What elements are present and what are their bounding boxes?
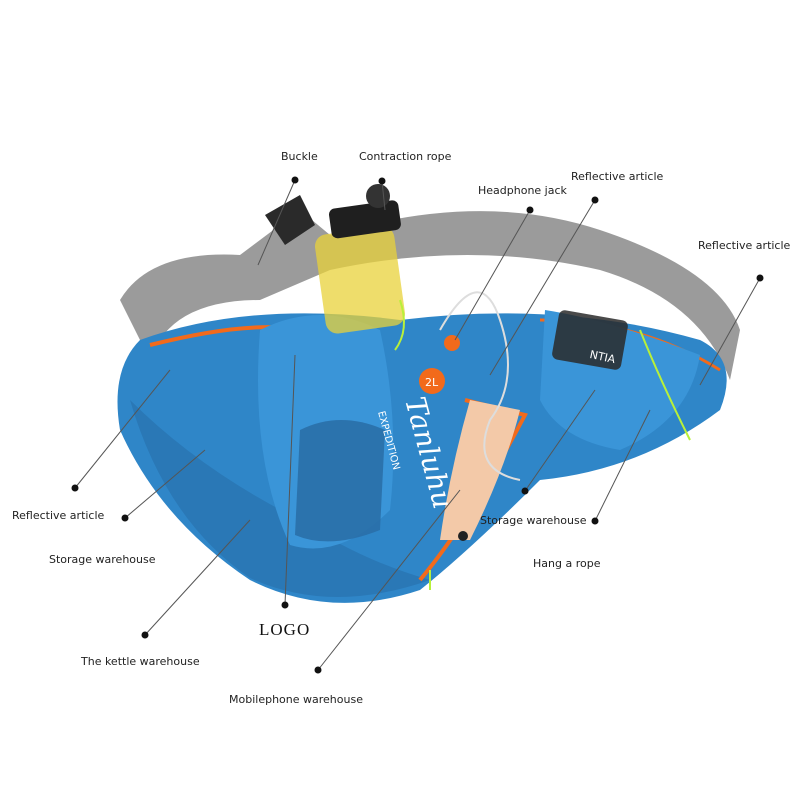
belt-strap [120, 210, 740, 380]
dot-buckle [291, 176, 299, 184]
panel-text: NTIA [589, 348, 617, 366]
dot-storage-left [121, 514, 129, 522]
leader-reflective-right [699, 277, 761, 386]
dot-reflective-right [756, 274, 764, 282]
label-storage-warehouse-right: Storage warehouse [480, 514, 587, 527]
phone [440, 400, 520, 540]
dot-storage-right [521, 487, 529, 495]
leader-headphone-jack [454, 209, 531, 341]
capacity-badge [419, 368, 445, 394]
label-logo: LOGO [259, 620, 311, 639]
bottle-nozzle [366, 184, 390, 208]
dot-hang-rope [591, 517, 599, 525]
cord-green-2 [394, 299, 405, 351]
dot-contraction-rope [378, 177, 386, 185]
phone-camera [458, 531, 468, 541]
cord-green-1 [639, 329, 691, 441]
label-mobilephone-warehouse: Mobilephone warehouse [229, 693, 363, 706]
dot-reflective-left [71, 484, 79, 492]
leader-contraction-rope [381, 180, 386, 211]
label-kettle-warehouse: The kettle warehouse [81, 655, 200, 668]
mesh-pocket [295, 420, 385, 542]
label-reflective-article-top: Reflective article [571, 170, 664, 183]
leader-storage-right [524, 389, 596, 492]
dot-headphone-jack [526, 206, 534, 214]
bottle-cap [328, 200, 401, 239]
leader-logo [284, 354, 296, 606]
leader-lines [74, 179, 761, 671]
buckle-shape [265, 195, 315, 245]
bag-lower-panel [130, 400, 430, 598]
dot-mobilephone [314, 666, 322, 674]
dot-kettle [141, 631, 149, 639]
capacity-text: 2L [425, 376, 439, 389]
label-headphone-jack: Headphone jack [478, 184, 567, 197]
label-reflective-article-right: Reflective article [698, 239, 791, 252]
leader-mobilephone [317, 489, 461, 671]
leader-reflective-left [74, 369, 171, 489]
label-storage-warehouse-left: Storage warehouse [49, 553, 156, 566]
leader-buckle [257, 179, 296, 266]
dot-logo [281, 601, 289, 609]
label-buckle: Buckle [281, 150, 318, 163]
leader-hang-rope [594, 409, 651, 522]
leader-reflective-top [489, 199, 596, 376]
earphone-cable [439, 291, 521, 481]
right-panel [552, 310, 628, 370]
label-hang-a-rope: Hang a rope [533, 557, 601, 570]
label-contraction-rope: Contraction rope [359, 150, 452, 163]
bottle-body [314, 226, 406, 334]
label-reflective-article-left: Reflective article [12, 509, 105, 522]
leader-dots [71, 176, 764, 674]
leader-storage-left [124, 449, 206, 519]
dot-reflective-top [591, 196, 599, 204]
headphone-port [444, 335, 460, 351]
leader-kettle [144, 519, 251, 636]
